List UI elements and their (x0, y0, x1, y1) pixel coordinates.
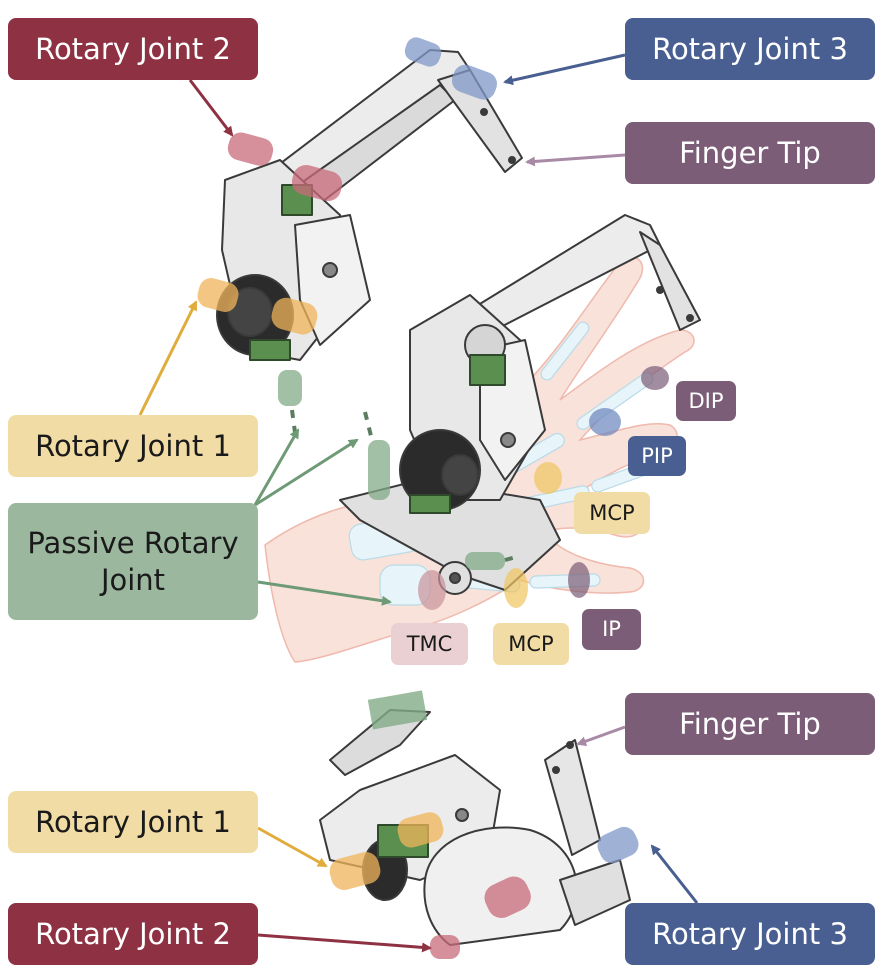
label-finger-tip-bottom: Finger Tip (625, 693, 875, 755)
label-passive-rotary-joint-line1: Passive Rotary (27, 526, 239, 561)
label-finger-tip-top: Finger Tip (625, 122, 875, 184)
label-mcp-thumb: MCP (493, 623, 569, 665)
label-passive-rotary-joint-line2: Joint (100, 562, 166, 597)
label-mcp-finger: MCP (574, 492, 650, 534)
label-rotary-joint-1-bottom: Rotary Joint 1 (8, 791, 258, 853)
top-exoskeleton-module (197, 37, 523, 441)
bottom-exoskeleton-module (319, 690, 639, 959)
hand-joint-markers (418, 366, 669, 610)
label-rotary-joint-3-bottom: Rotary Joint 3 (625, 903, 875, 965)
callout-arrows (138, 53, 699, 953)
middle-exoskeleton-module (339, 214, 701, 595)
label-pip: PIP (628, 436, 686, 476)
label-dip: DIP (676, 381, 736, 421)
label-rotary-joint-3-top: Rotary Joint 3 (625, 18, 875, 80)
label-rotary-joint-1-top: Rotary Joint 1 (8, 415, 258, 477)
label-tmc: TMC (391, 623, 468, 665)
label-passive-rotary-joint: Passive Rotary Joint (8, 503, 258, 620)
label-ip: IP (582, 609, 641, 650)
label-rotary-joint-2-top: Rotary Joint 2 (8, 18, 258, 80)
label-rotary-joint-2-bottom: Rotary Joint 2 (8, 903, 258, 965)
